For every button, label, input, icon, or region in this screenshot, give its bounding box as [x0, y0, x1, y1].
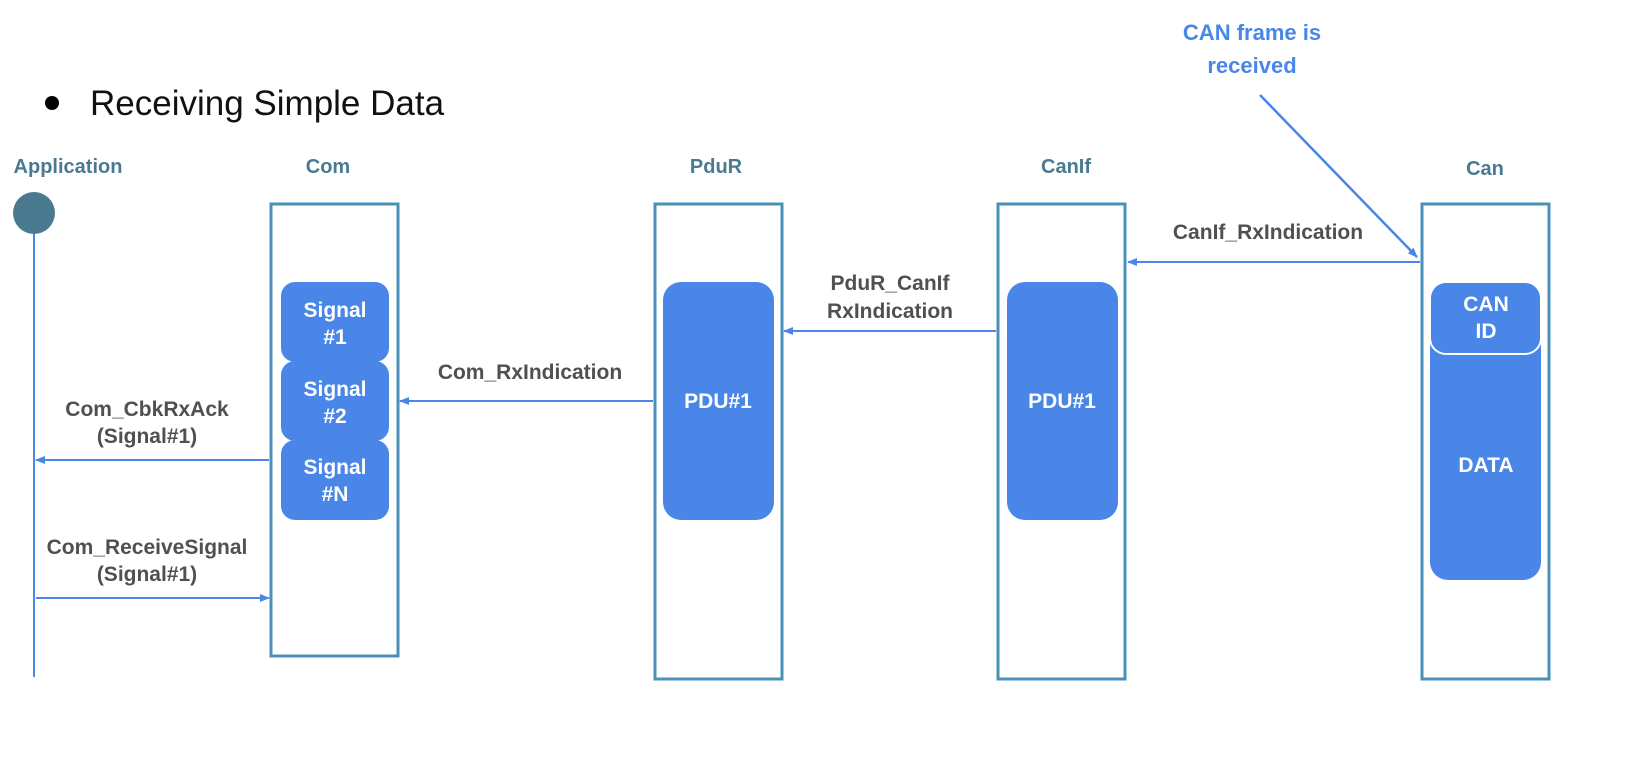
signal-1-label-line1: Signal — [303, 299, 366, 322]
canif-pdu-block — [1007, 282, 1118, 520]
annotation-line-1: CAN frame is — [1183, 20, 1321, 45]
can-id-label-line1: CAN — [1463, 293, 1509, 316]
lane-title-can: Can — [1466, 158, 1504, 180]
bullet-dot — [45, 96, 59, 110]
can-id-label-line2: ID — [1476, 320, 1497, 343]
lane-box-pdur — [653, 202, 784, 681]
lane-box-canif — [996, 202, 1127, 681]
message-com-receivesignal-line2: (Signal#1) — [97, 563, 197, 586]
can-data-block — [1430, 282, 1541, 580]
pdur-pdu-label: PDU#1 — [684, 390, 752, 413]
application-actor — [13, 192, 55, 234]
can-data-label: DATA — [1458, 454, 1513, 477]
signal-n-label-line2: #N — [322, 483, 349, 506]
signal-block-n — [281, 440, 389, 520]
canif-pdu-label: PDU#1 — [1028, 390, 1096, 413]
message-com-rxindication: Com_RxIndication — [438, 361, 622, 384]
annotation-line-2: received — [1207, 53, 1296, 78]
signal-block-2 — [281, 361, 389, 441]
signal-2-label-line2: #2 — [323, 405, 346, 428]
lane-box-can — [1420, 202, 1551, 681]
signal-2-label-line1: Signal — [303, 378, 366, 401]
annotation-arrow — [1259, 94, 1418, 258]
message-com-cbkrxack-line1: Com_CbkRxAck — [65, 398, 229, 421]
message-pdur-canif-line2: RxIndication — [827, 300, 953, 323]
pdur-pdu-block — [663, 282, 774, 520]
bullet-title: Receiving Simple Data — [90, 84, 445, 123]
message-pdur-canif-line1: PduR_CanIf — [830, 272, 950, 295]
signal-1-label-line2: #1 — [323, 326, 347, 349]
lane-title-application: Application — [14, 156, 123, 178]
signal-n-label-line1: Signal — [303, 456, 366, 479]
lane-title-canif: CanIf — [1041, 156, 1091, 178]
message-com-cbkrxack-line2: (Signal#1) — [97, 425, 197, 448]
signal-block-1 — [281, 282, 389, 362]
lane-title-com: Com — [306, 156, 350, 178]
lane-box-com — [269, 202, 400, 658]
lane-title-pdur: PduR — [690, 156, 743, 178]
can-id-block — [1429, 281, 1542, 355]
message-com-receivesignal-line1: Com_ReceiveSignal — [47, 536, 248, 559]
message-canif-rxindication: CanIf_RxIndication — [1173, 221, 1363, 244]
